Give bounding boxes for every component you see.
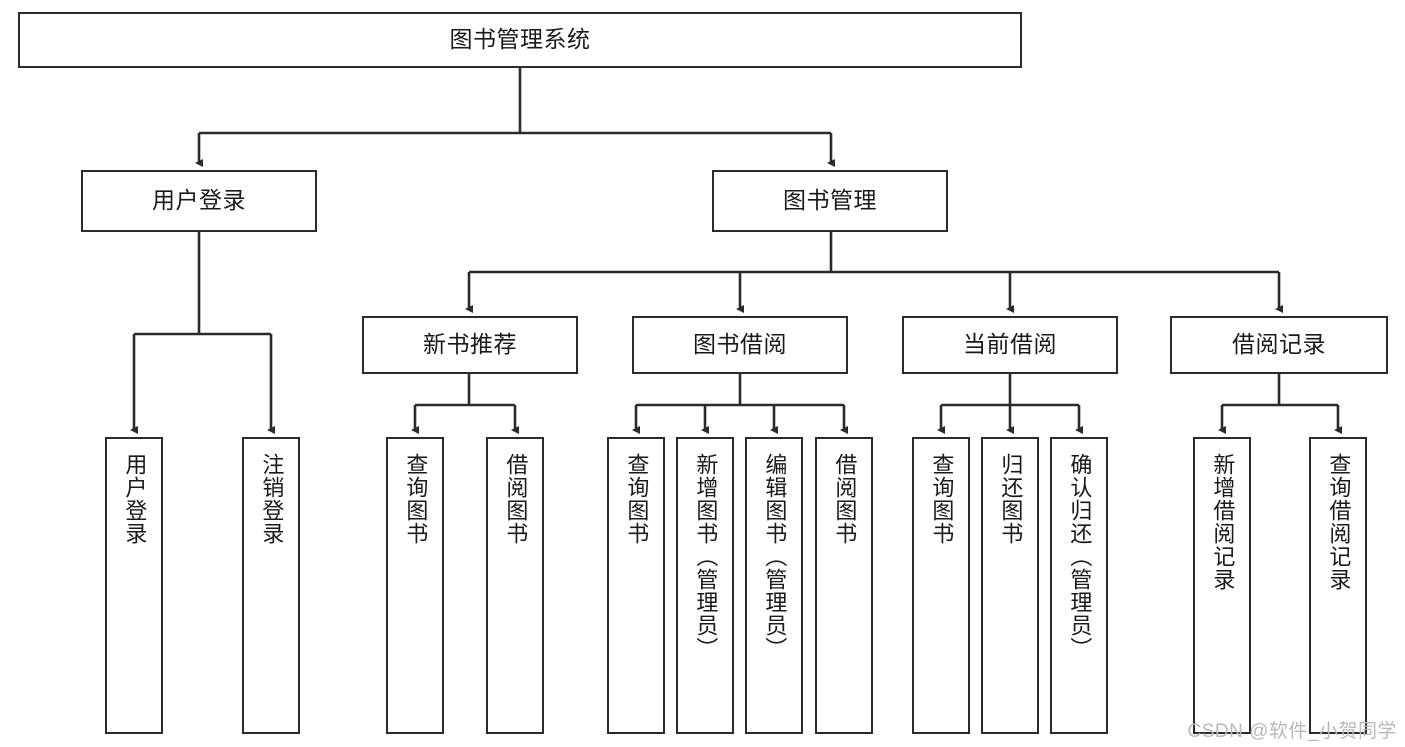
node-new-book-recommend[interactable]: 新书推荐 (362, 316, 578, 374)
leaf-confirm-return-admin[interactable]: 确认归还（管理员） (1050, 437, 1108, 734)
node-label: 确认归还（管理员） (1067, 453, 1093, 660)
node-label: 归还图书 (998, 453, 1024, 545)
node-user-login[interactable]: 用户登录 (81, 170, 317, 232)
node-label: 新书推荐 (423, 331, 517, 358)
node-label: 新增图书（管理员） (693, 453, 719, 660)
leaf-user-login[interactable]: 用户登录 (105, 437, 163, 734)
leaf-query-borrow-record[interactable]: 查询借阅记录 (1309, 437, 1367, 734)
leaf-edit-book-admin[interactable]: 编辑图书（管理员） (745, 437, 803, 734)
leaf-logout[interactable]: 注销登录 (242, 437, 300, 734)
node-label: 当前借阅 (963, 331, 1057, 358)
node-label: 查询图书 (624, 453, 650, 545)
node-label: 编辑图书（管理员） (762, 453, 788, 660)
node-label: 用户登录 (152, 187, 246, 214)
node-label: 注销登录 (259, 453, 285, 545)
node-label: 图书管理 (783, 187, 877, 214)
node-label: 新增借阅记录 (1210, 453, 1236, 591)
leaf-query-book-borrow[interactable]: 查询图书 (607, 437, 665, 734)
node-root-library-system[interactable]: 图书管理系统 (18, 12, 1022, 68)
node-label: 查询图书 (403, 453, 429, 545)
leaf-query-book-rec[interactable]: 查询图书 (386, 437, 444, 734)
node-book-borrow[interactable]: 图书借阅 (632, 316, 848, 374)
node-label: 图书管理系统 (449, 26, 591, 53)
leaf-borrow-book[interactable]: 借阅图书 (815, 437, 873, 734)
leaf-borrow-book-rec[interactable]: 借阅图书 (486, 437, 544, 734)
node-label: 图书借阅 (693, 331, 787, 358)
node-label: 借阅图书 (503, 453, 529, 545)
node-label: 用户登录 (122, 453, 148, 545)
leaf-add-borrow-record[interactable]: 新增借阅记录 (1193, 437, 1251, 734)
node-label: 借阅图书 (832, 453, 858, 545)
leaf-add-book-admin[interactable]: 新增图书（管理员） (676, 437, 734, 734)
leaf-query-book-current[interactable]: 查询图书 (912, 437, 970, 734)
node-borrow-record[interactable]: 借阅记录 (1170, 316, 1388, 374)
leaf-return-book[interactable]: 归还图书 (981, 437, 1039, 734)
node-label: 查询借阅记录 (1326, 453, 1352, 591)
node-label: 借阅记录 (1232, 331, 1326, 358)
node-label: 查询图书 (929, 453, 955, 545)
node-book-management[interactable]: 图书管理 (712, 170, 948, 232)
node-current-borrow[interactable]: 当前借阅 (902, 316, 1118, 374)
